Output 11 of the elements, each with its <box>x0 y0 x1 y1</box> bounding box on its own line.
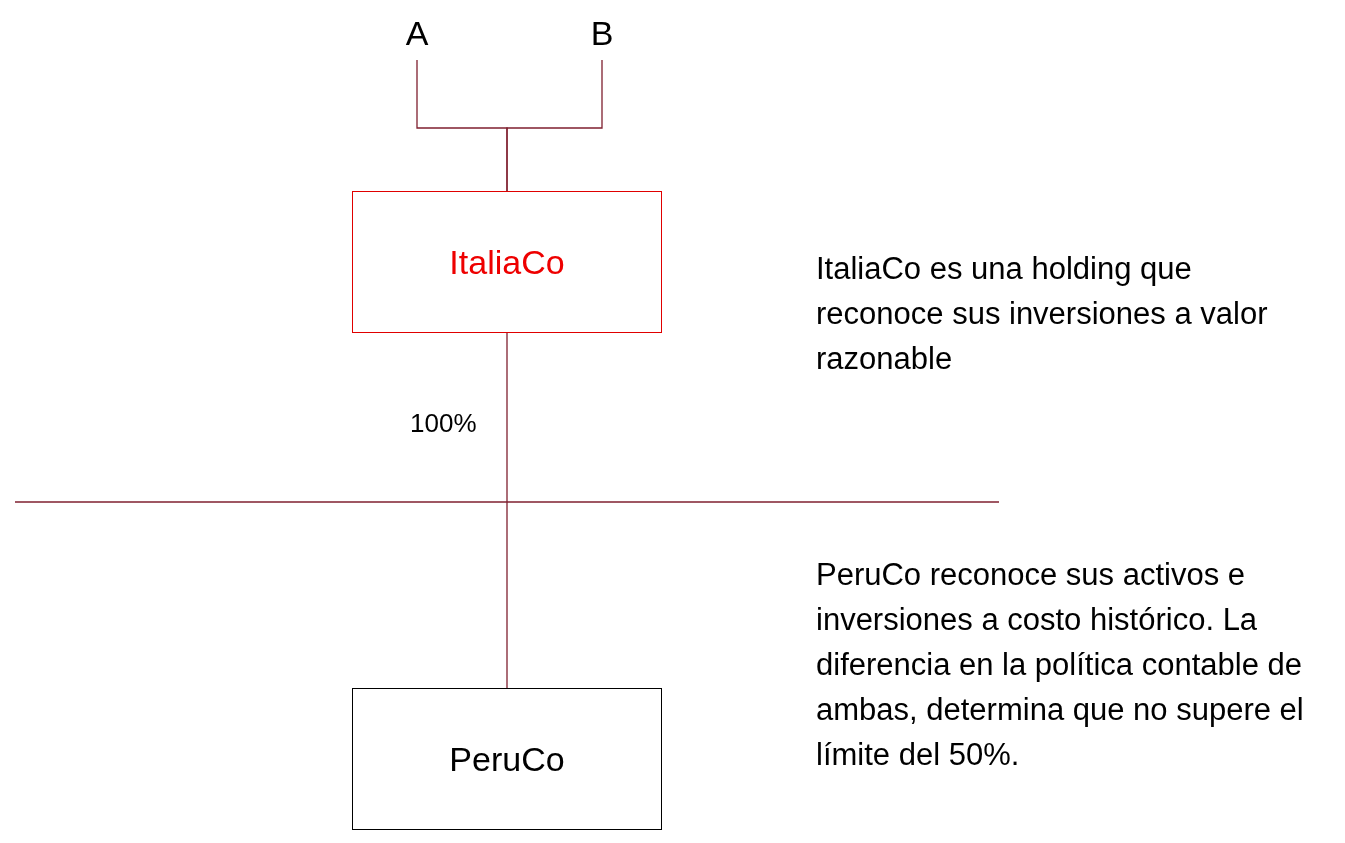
connector-line <box>506 59 603 192</box>
note-text: ItaliaCo es una holding que reconoce sus inversiones a valor razonable <box>816 250 1269 378</box>
company-name: PeruCo <box>449 739 565 779</box>
note-text: PeruCo reconoce sus activos e inversiones a costo histórico. La diferencia en la política contable de ambas, determina que no supere el límite del 50%. <box>816 556 1305 774</box>
company-name: ItaliaCo <box>449 242 565 282</box>
connector-line <box>506 332 508 689</box>
edge-label: 100% <box>410 408 477 439</box>
company-box <box>352 191 662 333</box>
shareholder-label: A <box>405 13 429 53</box>
shareholder-label: B <box>590 13 614 53</box>
company-box <box>352 688 662 830</box>
